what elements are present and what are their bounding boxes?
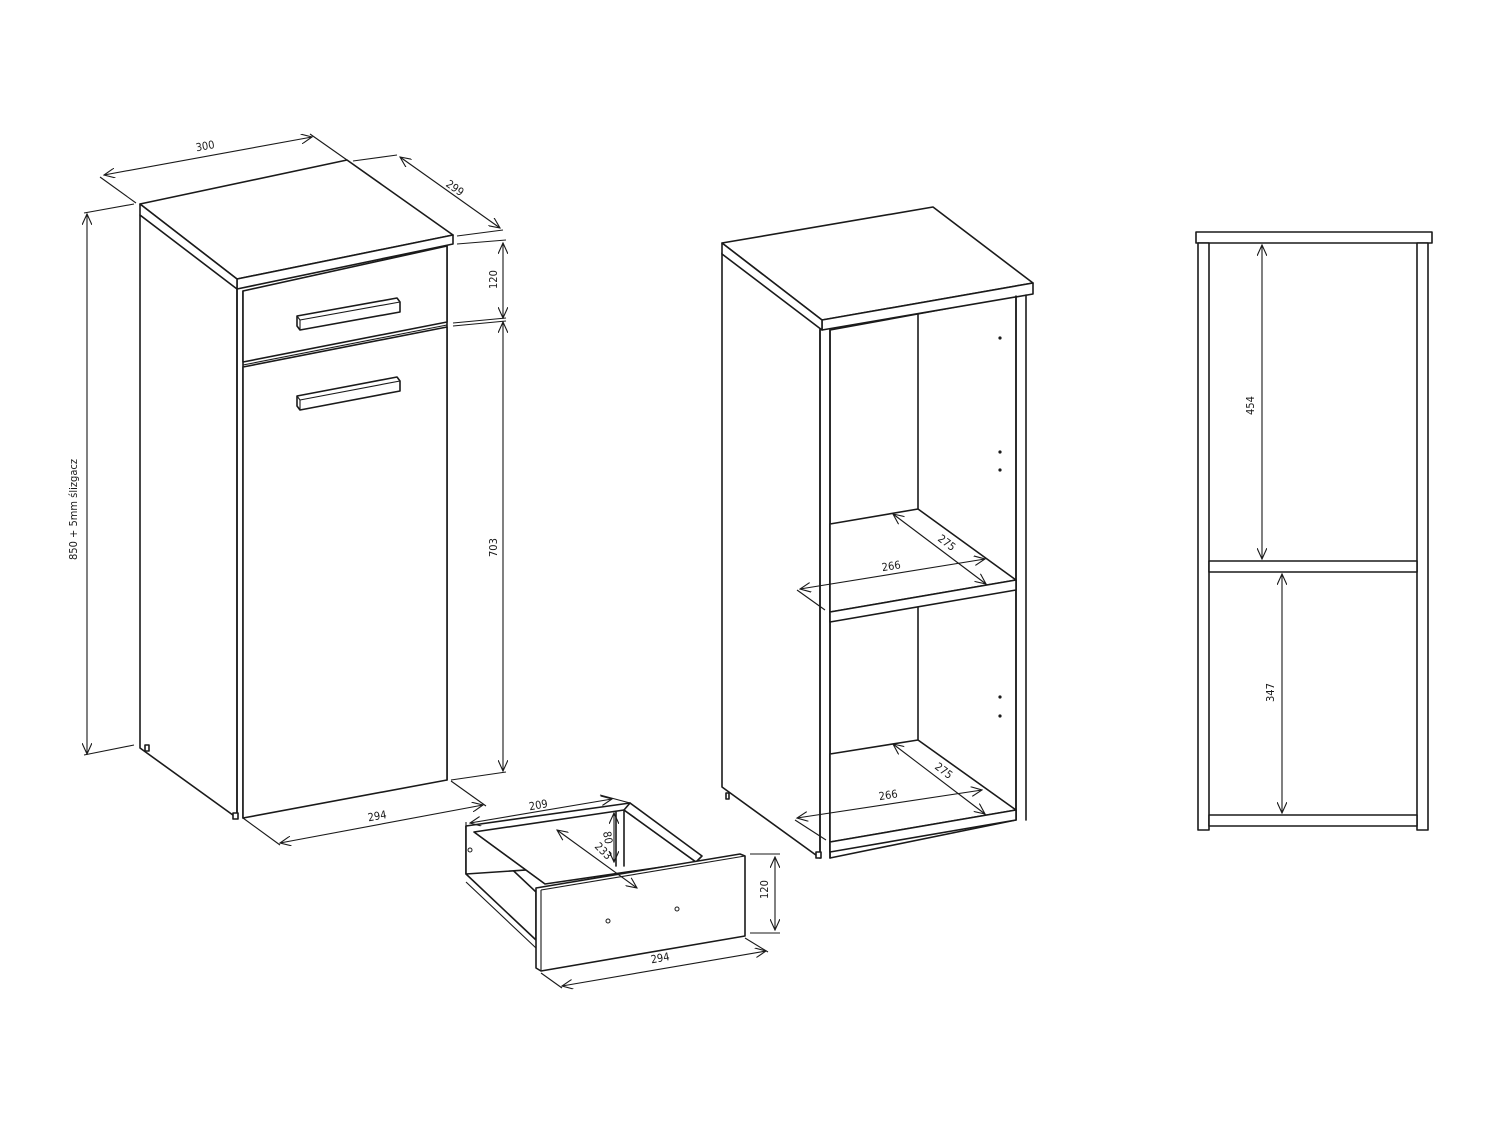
drawer-handle-icon (296, 297, 401, 331)
drawer-front-panel (242, 245, 448, 363)
dim-drawer-inner-width: 209 (528, 797, 549, 813)
shelf-pin-hole-icon (998, 336, 1002, 340)
foot-glide (232, 812, 239, 820)
door-handle-icon (296, 376, 401, 411)
dim-drawer-front-width: 294 (650, 950, 671, 966)
dim-drawer-front-height: 120 (758, 880, 771, 899)
dim-upper-compartment: 454 (1244, 396, 1257, 415)
drawer-view: 209 80 233 120 294 (465, 794, 780, 988)
dim-drawer-height: 120 (487, 270, 500, 289)
shelf-pin-hole-icon (998, 714, 1002, 718)
shelf-pin-hole-icon (998, 695, 1002, 699)
dim-bottom-width: 294 (367, 808, 388, 824)
section-middle-shelf (1208, 560, 1418, 573)
section-left-side (1197, 242, 1210, 831)
drawer-hole-icon (467, 847, 473, 853)
open-carcass-view: 275 266 275 266 (721, 206, 1034, 859)
dim-total-height: 850 + 5mm ślizgacz (67, 459, 80, 560)
shelf-pin-hole-icon (998, 468, 1002, 472)
section-top-plate (1195, 231, 1433, 244)
foot-glide (144, 744, 150, 752)
front-section-view: 454 347 (1195, 231, 1433, 831)
door-panel (242, 326, 448, 819)
dim-top-width: 300 (195, 138, 216, 154)
drawer-hole-icon (605, 918, 611, 924)
section-right-side (1416, 242, 1429, 831)
drawer-hole-icon (674, 906, 680, 912)
dim-shelf-width-lower: 266 (878, 787, 899, 803)
assembled-cabinet-view: 300 299 850 + 5mm ślizgacz 120 703 294 (67, 134, 506, 845)
dim-lower-compartment: 347 (1264, 683, 1277, 702)
carcass-side-panel (721, 252, 821, 859)
dim-top-depth: 299 (443, 177, 466, 198)
section-bottom-shelf (1208, 814, 1418, 827)
dim-door-height: 703 (487, 538, 500, 557)
dim-shelf-width-upper: 266 (881, 558, 902, 574)
shelf-pin-hole-icon (998, 450, 1002, 454)
cabinet-side-panel (139, 214, 238, 819)
